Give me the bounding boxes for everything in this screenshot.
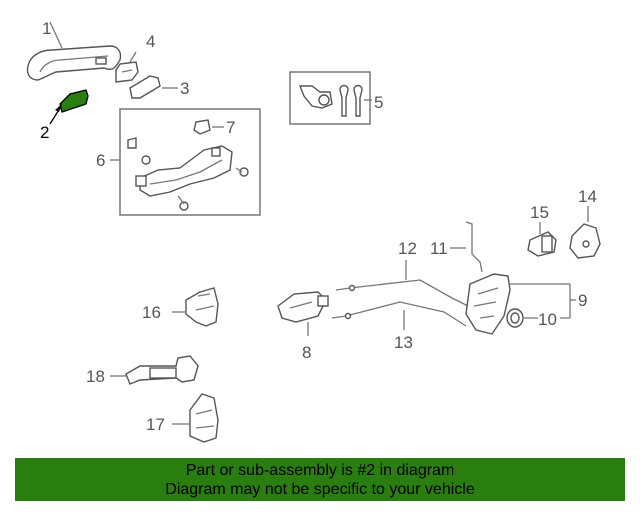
callout-14: 14 — [578, 187, 597, 206]
part-7-clip[interactable] — [193, 119, 211, 135]
part-6-bolt — [177, 167, 249, 211]
callout-2: 2 — [40, 123, 49, 142]
callout-10: 10 — [538, 310, 557, 329]
parts-diagram: 1 4 3 2 5 6 — [26, 19, 601, 443]
part-18-door-check[interactable] — [125, 355, 199, 385]
info-banner: Part or sub-assembly is #2 in diagram Di… — [15, 458, 625, 501]
part-5-lock-cylinder-keys[interactable] — [298, 84, 363, 117]
part-15-bolt[interactable] — [527, 231, 557, 257]
callout-1: 1 — [42, 19, 51, 38]
part-6-box — [119, 108, 261, 216]
callout-13: 13 — [394, 333, 413, 352]
part-17-hinge[interactable] — [189, 393, 219, 443]
part-3-gasket[interactable] — [129, 75, 161, 99]
callout-9: 9 — [578, 291, 587, 310]
part-11-rod[interactable] — [465, 221, 483, 273]
part-6-small-clip — [127, 137, 151, 165]
callout-3: 3 — [180, 79, 189, 98]
callout-16: 16 — [142, 303, 161, 322]
callout-8: 8 — [302, 343, 311, 362]
part-16-hinge[interactable] — [185, 287, 219, 327]
banner-line-1: Part or sub-assembly is #2 in diagram — [185, 462, 455, 479]
part-9-latch[interactable] — [465, 273, 511, 335]
part-6-handle-frame[interactable] — [135, 145, 233, 197]
callout-15: 15 — [530, 203, 549, 222]
part-8-inner-handle[interactable] — [277, 291, 329, 323]
callout-12: 12 — [398, 239, 417, 258]
callout-17: 17 — [146, 415, 165, 434]
part-13-cable[interactable] — [331, 301, 467, 327]
part-1-outer-handle[interactable] — [26, 45, 122, 81]
part-5-box — [289, 71, 371, 125]
banner-line-2: Diagram may not be specific to your vehi… — [165, 481, 475, 498]
part-12-cable[interactable] — [335, 279, 469, 307]
part-4-cap[interactable] — [115, 61, 139, 83]
callout-6: 6 — [96, 151, 105, 170]
callout-7: 7 — [226, 118, 235, 137]
callout-18: 18 — [86, 367, 105, 386]
callout-5: 5 — [374, 93, 383, 112]
callout-4: 4 — [146, 32, 155, 51]
callout-11: 11 — [430, 239, 448, 258]
part-2-handle-cover[interactable] — [59, 89, 89, 113]
part-10-grommet[interactable] — [506, 308, 524, 328]
part-14-cover[interactable] — [569, 223, 601, 259]
